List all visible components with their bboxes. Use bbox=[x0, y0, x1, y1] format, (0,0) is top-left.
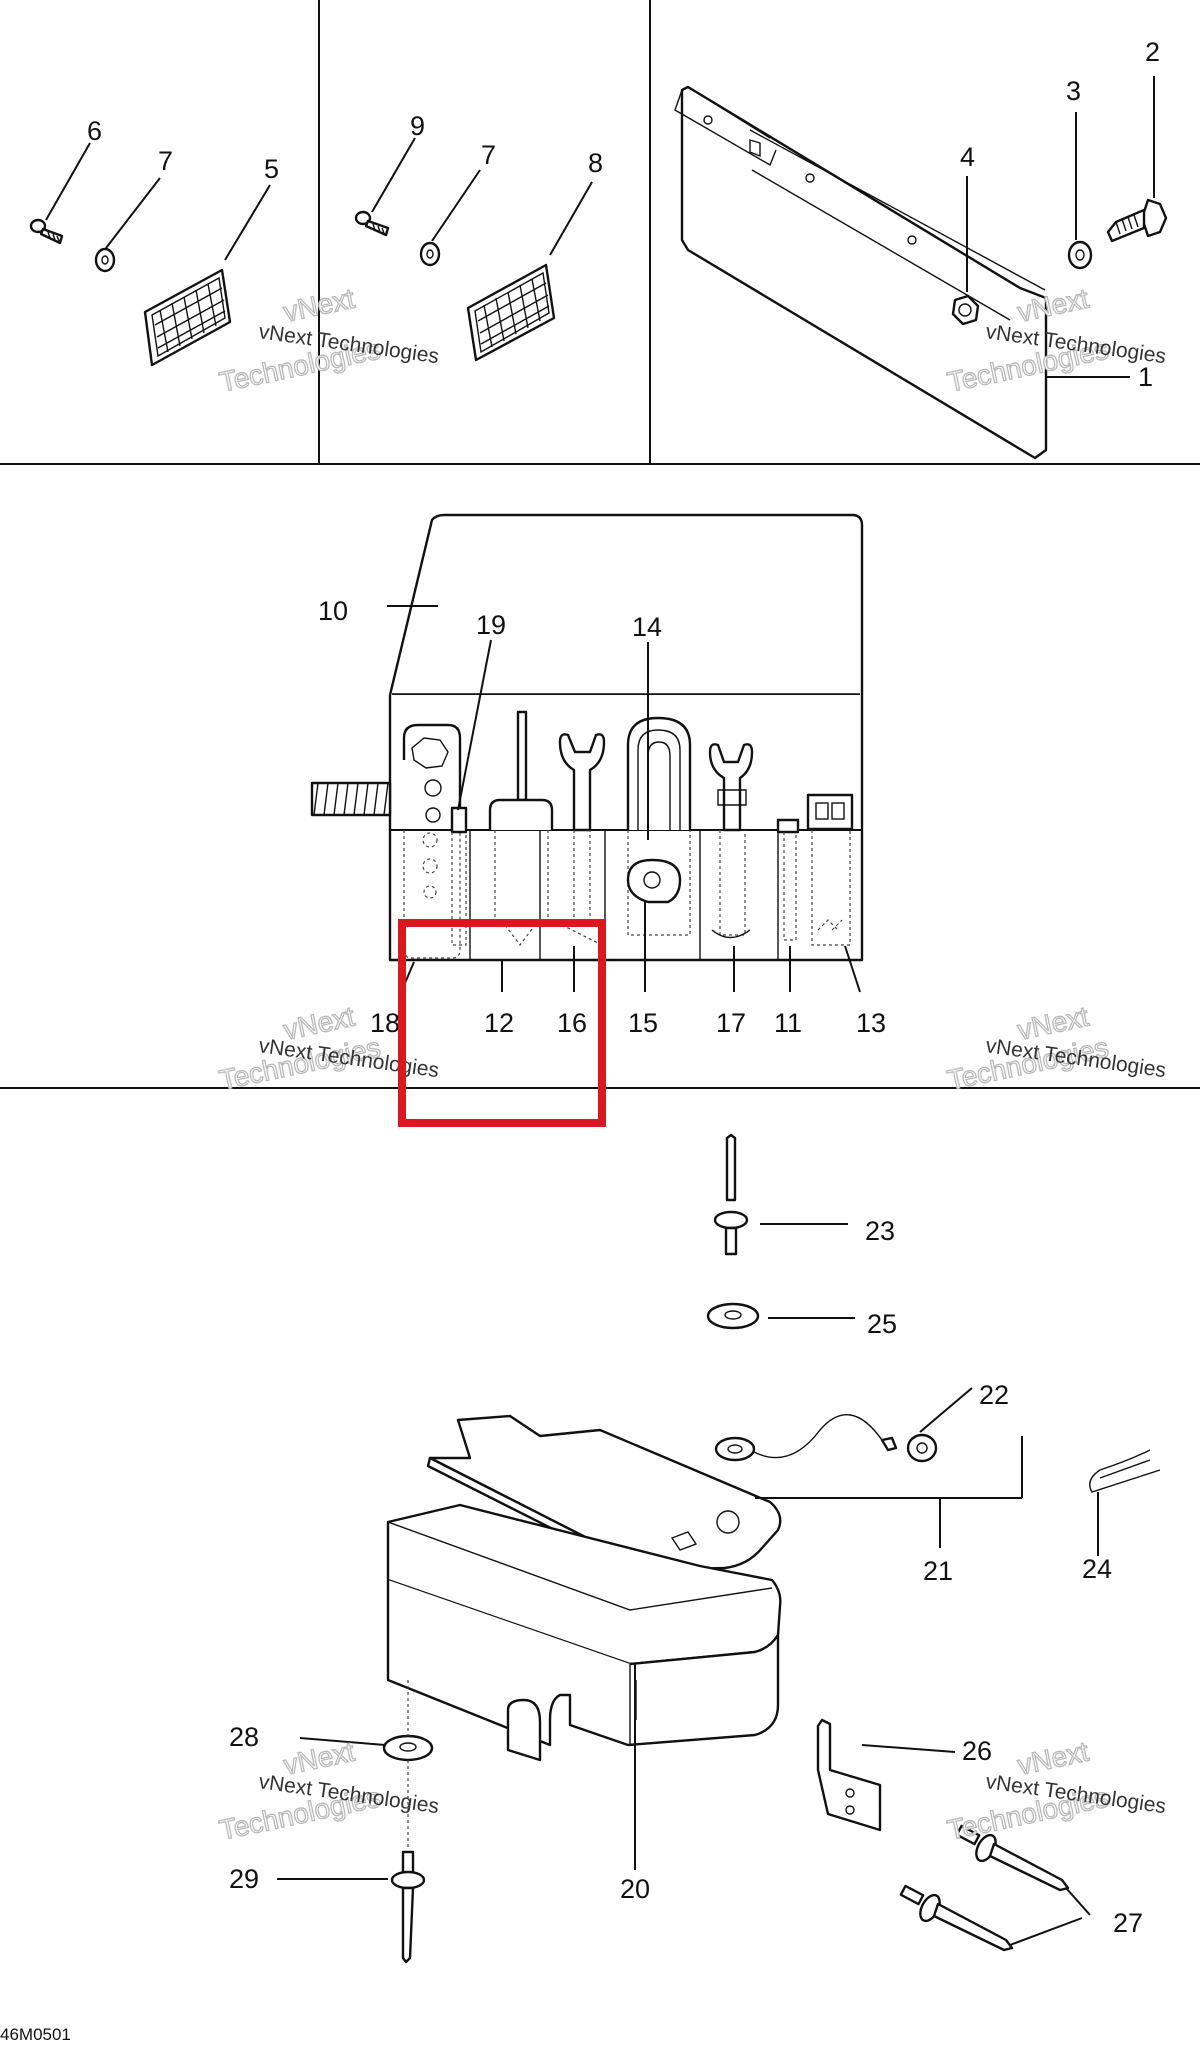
callout-7-right: 7 bbox=[481, 140, 496, 170]
panel-vent-grille-left bbox=[29, 142, 271, 367]
fuse-holder-part-13 bbox=[806, 793, 854, 946]
callout-20: 20 bbox=[620, 1874, 650, 1904]
callout-18: 18 bbox=[370, 1008, 400, 1038]
callout-28: 28 bbox=[229, 1722, 259, 1752]
plate-part-1 bbox=[674, 85, 1048, 460]
watermark-middle-left: vNext Technologies vNext Technologies bbox=[216, 1000, 440, 1097]
callout-6: 6 bbox=[87, 116, 102, 146]
callout-27: 27 bbox=[1113, 1908, 1143, 1938]
rivet-part-27-upper bbox=[955, 1824, 1070, 1892]
watermark-line1: vNext bbox=[281, 283, 358, 328]
callout-10: 10 bbox=[318, 596, 348, 626]
diagram-code: 46M0501 bbox=[0, 2025, 71, 2044]
callout-12: 12 bbox=[484, 1008, 514, 1038]
washer-part-25 bbox=[706, 1302, 760, 1330]
clip-part-15 bbox=[626, 858, 682, 904]
callout-7-left: 7 bbox=[158, 146, 173, 176]
callout-5: 5 bbox=[264, 154, 279, 184]
callout-2: 2 bbox=[1145, 37, 1160, 67]
callout-22: 22 bbox=[979, 1380, 1009, 1410]
callout-19: 19 bbox=[476, 610, 506, 640]
callout-16: 16 bbox=[557, 1008, 587, 1038]
callout-9: 9 bbox=[410, 111, 425, 141]
callout-14: 14 bbox=[632, 612, 662, 642]
fuse-part-11 bbox=[776, 818, 800, 941]
callout-8: 8 bbox=[588, 148, 603, 178]
watermark-top-left: vNext Technologies vNext Technologies bbox=[216, 282, 440, 399]
callout-25: 25 bbox=[867, 1309, 897, 1339]
rivet-part-29 bbox=[390, 1850, 426, 1964]
washer-part-7-right bbox=[419, 241, 441, 267]
hairpin-clip-part-24 bbox=[1089, 1449, 1161, 1493]
callout-1: 1 bbox=[1138, 362, 1153, 392]
spanner-part-18 bbox=[402, 723, 462, 959]
callout-21: 21 bbox=[923, 1556, 953, 1586]
panel-vent-grille-right bbox=[354, 137, 593, 362]
rivet-part-23 bbox=[713, 1133, 749, 1256]
screw-part-6 bbox=[29, 218, 64, 245]
callout-26: 26 bbox=[962, 1736, 992, 1766]
callout-23: 23 bbox=[865, 1216, 895, 1246]
tool-pouch-part-10 bbox=[310, 513, 864, 962]
panel-mounting-plate bbox=[674, 76, 1168, 460]
callout-13: 13 bbox=[856, 1008, 886, 1038]
watermark-middle-right: vNext Technologies vNext Technologies bbox=[944, 1000, 1167, 1097]
washer-part-3 bbox=[1067, 240, 1093, 270]
nut-part-4 bbox=[951, 294, 980, 326]
callout-4: 4 bbox=[960, 142, 975, 172]
callout-29: 29 bbox=[229, 1864, 259, 1894]
bracket-part-26 bbox=[816, 1718, 882, 1832]
tool-kit-assembly bbox=[310, 513, 864, 993]
callout-11: 11 bbox=[774, 1008, 802, 1038]
callout-24: 24 bbox=[1082, 1554, 1112, 1584]
rivet-part-27-lower bbox=[899, 1884, 1014, 1952]
callout-labels: 6 7 5 9 7 8 4 3 2 1 10 19 14 18 12 16 15… bbox=[87, 37, 1160, 1938]
bolt-part-2 bbox=[1106, 198, 1168, 243]
callout-3: 3 bbox=[1066, 76, 1081, 106]
callout-17: 17 bbox=[716, 1008, 746, 1038]
battery-box-assembly bbox=[277, 1133, 1161, 1964]
callout-15: 15 bbox=[628, 1008, 658, 1038]
washer-part-28 bbox=[382, 1680, 434, 1850]
cable-part-22 bbox=[714, 1414, 938, 1463]
screw-part-9 bbox=[354, 210, 390, 237]
grille-part-5 bbox=[143, 268, 232, 367]
watermark-line1: vNext bbox=[1015, 1736, 1092, 1781]
highlight-box bbox=[398, 919, 606, 1127]
grille-part-8 bbox=[466, 263, 556, 362]
washer-part-7-left bbox=[94, 247, 116, 273]
wrench-part-17 bbox=[708, 743, 754, 939]
